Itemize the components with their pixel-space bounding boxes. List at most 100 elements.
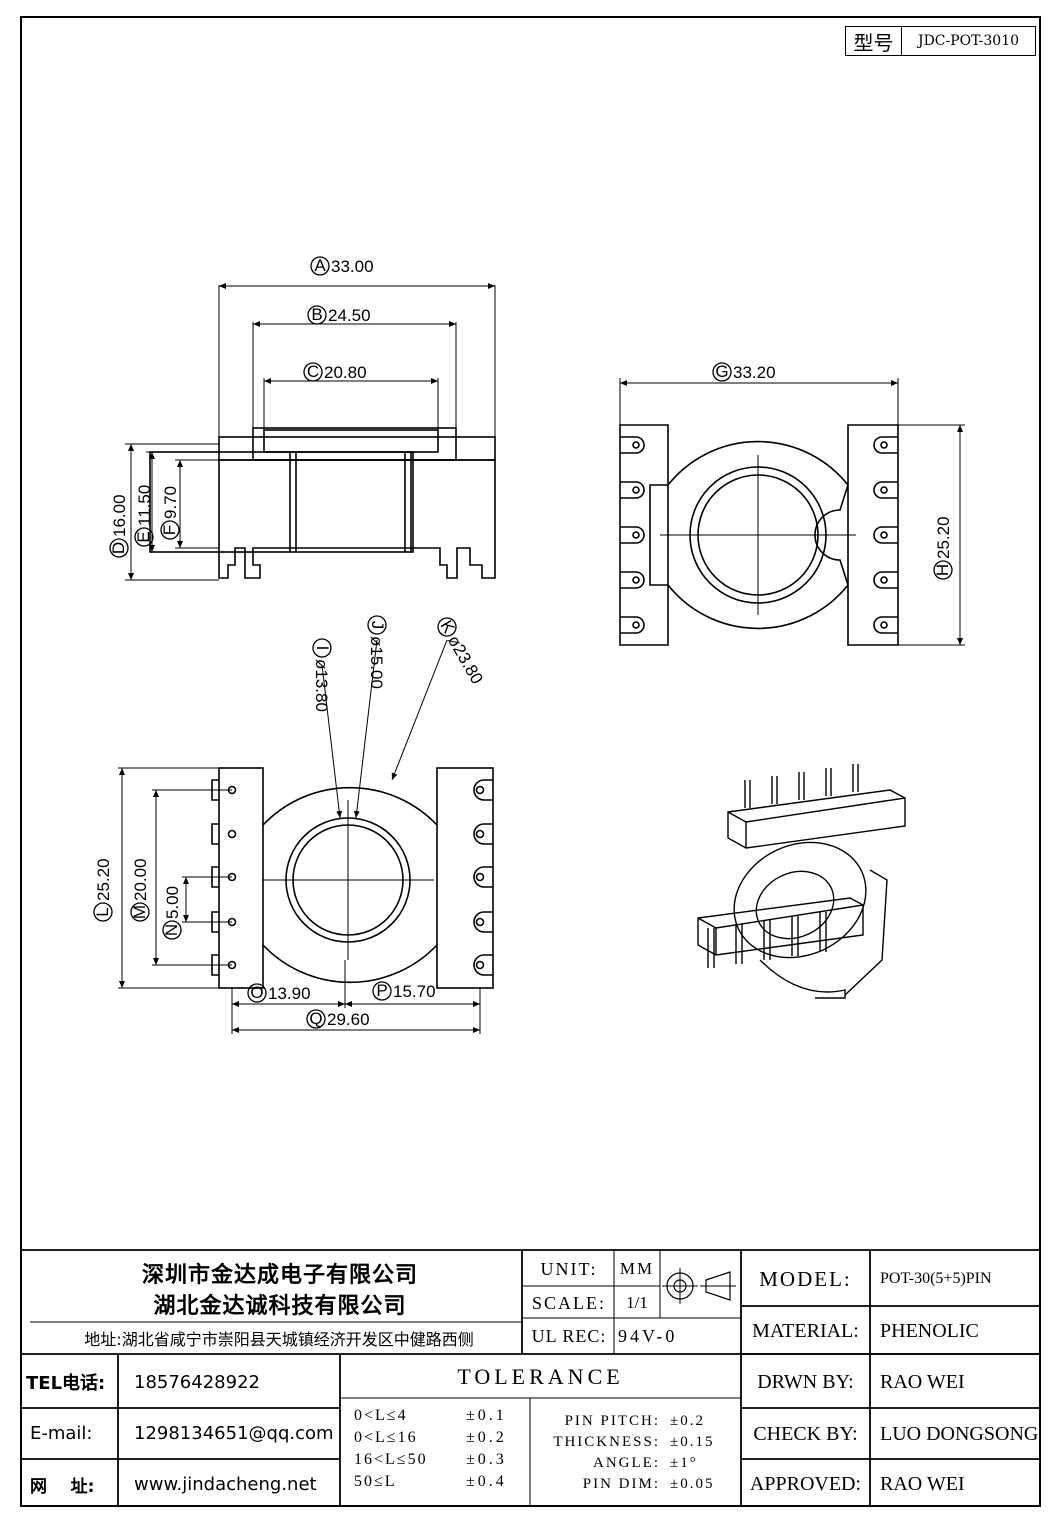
dimension-letter-circle — [437, 617, 457, 637]
material-value: PHENOLIC — [880, 1319, 979, 1342]
dimension-letter: F — [160, 525, 179, 535]
pin — [735, 924, 743, 964]
dimension-letter: L — [93, 907, 112, 916]
dimension-letter-circle — [712, 362, 732, 382]
dimension-o: O 13.90 — [247, 983, 311, 1003]
dimension-value: 25.20 — [94, 858, 113, 901]
dimension-value: 15.70 — [393, 982, 436, 1001]
pin-hole — [475, 960, 485, 970]
pin-hole — [475, 785, 485, 795]
dimension-letter-circle — [247, 983, 267, 1003]
dimension-letter-circle — [367, 615, 387, 635]
approved-label: APPROVED: — [749, 1472, 862, 1495]
pin-slot — [620, 571, 645, 589]
dimension-value: 20.80 — [324, 363, 367, 382]
dimension-letter-circle — [306, 1009, 326, 1029]
model-number-value: JDC-POT-3010 — [917, 33, 1020, 49]
dimension-m: M 20.00 — [130, 858, 150, 922]
dimension-value: 5.00 — [163, 886, 182, 919]
dimension-letter: C — [307, 362, 319, 381]
pin-hole — [880, 531, 888, 539]
pin-hole — [632, 441, 640, 449]
dimension-value: 33.20 — [733, 363, 776, 382]
ul-rec-value: 94V-0 — [618, 1325, 678, 1346]
material-label: MATERIAL: — [752, 1319, 859, 1342]
title-block-grid — [20, 1249, 1041, 1507]
dimension-letter-circle — [134, 527, 154, 547]
pin-hole — [632, 531, 640, 539]
pin — [819, 912, 827, 952]
pin — [771, 776, 778, 804]
dimension-letter-circle — [307, 305, 327, 325]
pin-tolerance-label: THICKNESS: — [553, 1434, 660, 1450]
dimension-letter: M — [130, 905, 149, 919]
email-label: E-mail: — [30, 1423, 93, 1444]
pin-slot — [873, 616, 898, 634]
pin-hole — [880, 486, 888, 494]
pin-slot — [873, 481, 898, 499]
dimension-letter-circle — [933, 560, 953, 580]
tolerance-range: 50≤L — [354, 1473, 397, 1490]
model-number-box: 型号 JDC-POT-3010 — [845, 26, 1036, 56]
top-view — [619, 378, 965, 646]
pin-slot — [473, 954, 493, 976]
dimension-value: 33.00 — [331, 257, 374, 276]
pin-hole — [632, 621, 640, 629]
pin-slot — [620, 481, 645, 499]
tel-value: 18576428922 — [134, 1371, 260, 1393]
website-label: 网 址: — [30, 1476, 95, 1497]
dimension-value: 25.20 — [934, 516, 953, 559]
pin-slot — [873, 526, 898, 544]
unit-value: MM — [619, 1259, 655, 1278]
pin-slot — [873, 571, 898, 589]
pin — [825, 768, 832, 796]
dimension-letter-circle — [372, 981, 392, 1001]
dimension-c: C 20.80 — [303, 362, 367, 382]
dimension-letter-circle — [109, 538, 129, 558]
dimension-letter-circle — [312, 638, 332, 658]
tolerance-title: TOLERANCE — [457, 1364, 624, 1389]
dimension-letter-circle — [130, 902, 150, 922]
dimension-h: H25.20 — [933, 516, 953, 580]
dimension-letter: D — [109, 542, 128, 554]
pin-hole — [880, 621, 888, 629]
dimension-value: ø15.00 — [367, 636, 386, 689]
check-by-value: LUO DONGSONG — [880, 1423, 1039, 1445]
email-value[interactable]: 1298134651@qq.com — [134, 1423, 334, 1444]
side-view — [125, 283, 496, 581]
dimension-letter-circle — [160, 520, 180, 540]
dimension-letter: O — [250, 983, 263, 1002]
pin-slot — [620, 436, 645, 454]
tolerance-value: ±0.1 — [466, 1407, 507, 1424]
drawn-by-value: RAO WEI — [880, 1370, 965, 1393]
pin-hole — [632, 576, 640, 584]
dimension-letter: I — [313, 646, 332, 651]
model-value: POT-30(5+5)PIN — [880, 1270, 992, 1287]
dimension-e: E11.50 — [134, 485, 154, 547]
pin — [791, 916, 799, 956]
ul-rec-label: UL REC: — [531, 1325, 607, 1346]
pin-tolerance-value: ±0.2 — [670, 1413, 705, 1429]
dimension-value: 29.60 — [327, 1010, 370, 1029]
pin-tolerance-label: PIN DIM: — [582, 1476, 660, 1492]
pin-slot — [620, 616, 645, 634]
dimension-letter-circle — [310, 256, 330, 276]
pin — [852, 764, 859, 792]
dimension-letter: J — [368, 621, 387, 630]
pin-hole — [632, 486, 640, 494]
pin-hole — [880, 576, 888, 584]
pin-tolerance-value: ±1° — [670, 1455, 698, 1471]
pin-tolerance-value: ±0.05 — [670, 1476, 715, 1492]
scale-value: 1/1 — [626, 1293, 648, 1312]
company-address: 地址:湖北省咸宁市崇阳县天城镇经济开发区中健路西侧 — [84, 1330, 474, 1349]
pin-slot — [211, 823, 219, 845]
website-value[interactable]: www.jindacheng.net — [134, 1473, 317, 1495]
pin-slot — [620, 526, 645, 544]
tolerance-range: 0<L≤4 — [354, 1407, 408, 1424]
dimension-value: 13.90 — [268, 984, 311, 1003]
dimension-value: 20.00 — [131, 858, 150, 901]
dimension-f: F9.70 — [160, 486, 180, 540]
